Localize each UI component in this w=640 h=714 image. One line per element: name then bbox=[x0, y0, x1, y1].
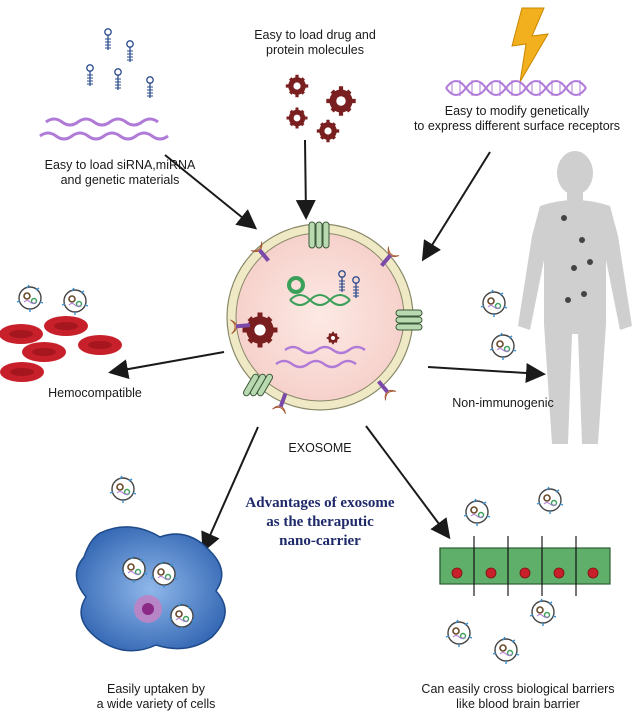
mini-exosome-icon bbox=[61, 287, 89, 316]
lightning-icon bbox=[511, 7, 549, 83]
mini-exosome-icon bbox=[445, 619, 473, 648]
drug-protein-icon bbox=[285, 74, 356, 143]
label-easily-uptaken: Easily uptaken by a wide variety of cell… bbox=[96, 682, 216, 711]
mini-exosome-icon bbox=[489, 332, 517, 361]
label-drug-protein: Easy to load drug and protein molecules bbox=[254, 28, 376, 57]
label-cross-barriers: Can easily cross biological barriers lik… bbox=[421, 682, 615, 711]
mini-exosome-icon bbox=[109, 475, 137, 504]
dna-strand-icon bbox=[445, 80, 587, 96]
mini-exosome-icon bbox=[16, 284, 44, 313]
mini-exosome-icon bbox=[492, 636, 520, 665]
label-hemocompatible: Hemocompatible bbox=[48, 386, 142, 400]
red-blood-cells-icon bbox=[0, 316, 122, 382]
mini-exosome-icon bbox=[529, 598, 557, 627]
diagram-title: Advantages of exosome as the theraputic … bbox=[245, 495, 395, 549]
genetic-material-icon bbox=[39, 28, 169, 141]
human-silhouette-icon bbox=[518, 151, 632, 444]
exosome-label: EXOSOME bbox=[288, 441, 352, 455]
mini-exosome-icon bbox=[463, 498, 491, 527]
mini-exosome-icon bbox=[536, 486, 564, 515]
label-genetic-modification: Easy to modify genetically to express di… bbox=[413, 104, 621, 133]
target-cell-icon bbox=[75, 526, 226, 652]
exosome-vesicle bbox=[226, 221, 423, 415]
barrier-cells-icon bbox=[439, 536, 611, 596]
label-non-immunogenic: Non-immunogenic bbox=[452, 396, 554, 410]
mini-exosome-icon bbox=[480, 289, 508, 318]
arrows bbox=[108, 139, 546, 553]
label-genetic-materials: Easy to load siRNA,miRNA and genetic mat… bbox=[44, 158, 196, 187]
